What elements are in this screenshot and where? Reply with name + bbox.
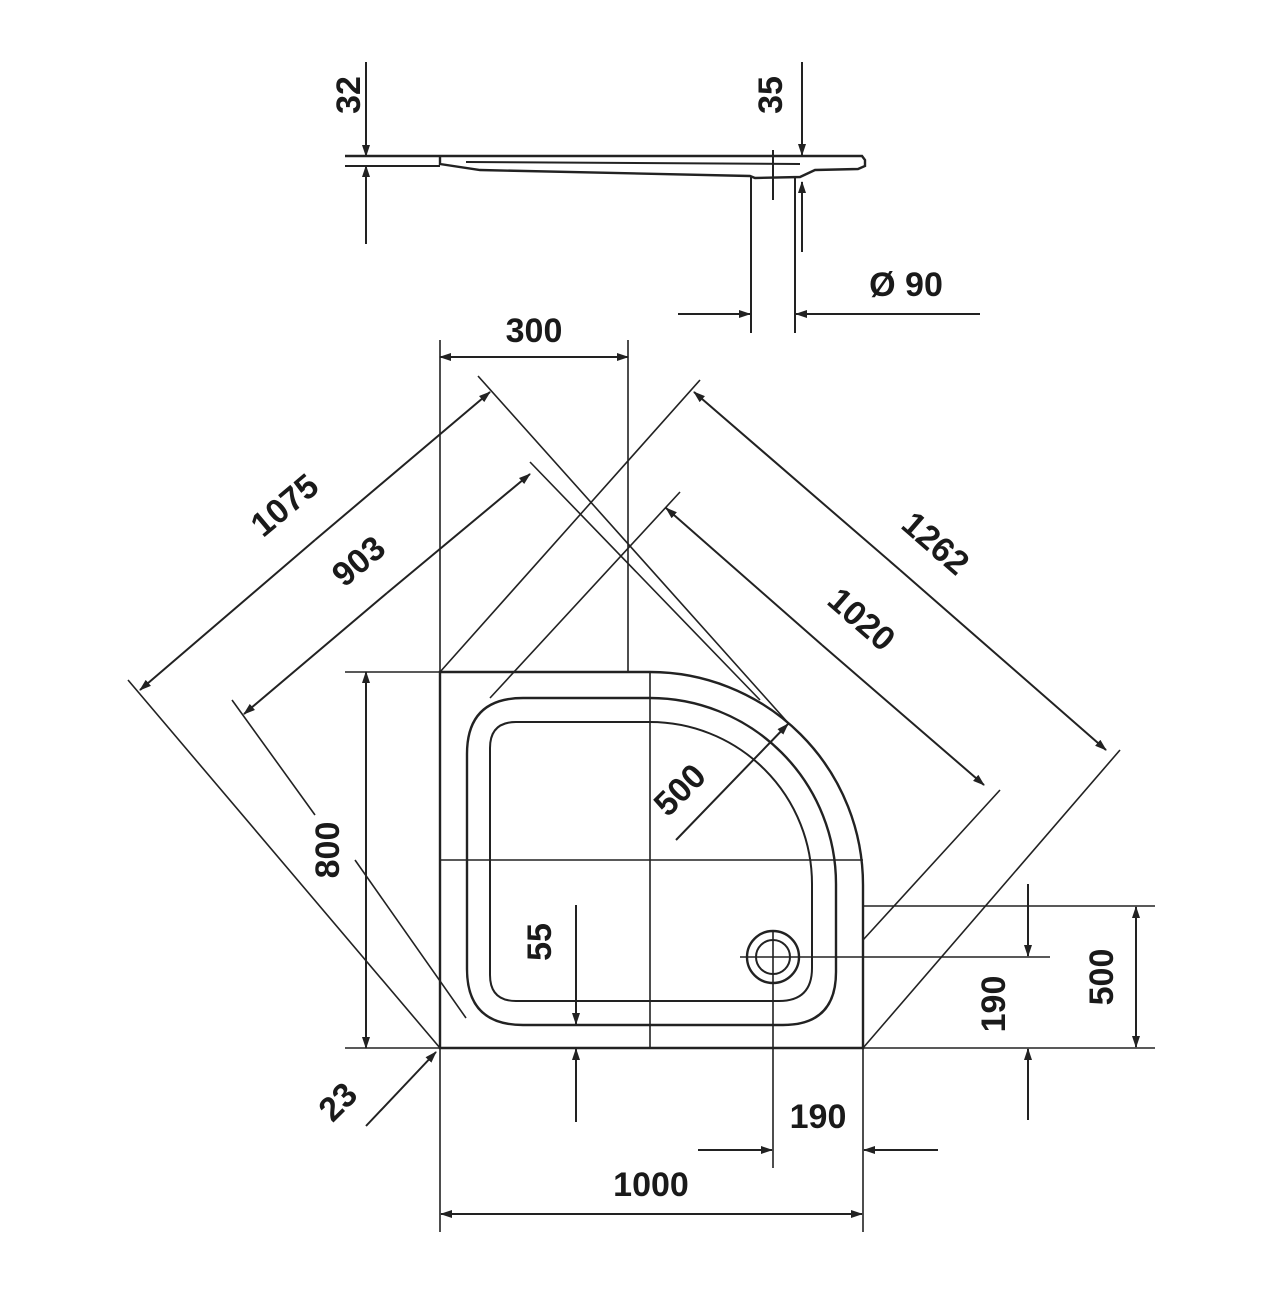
label-corner-offset: 23 [311, 1075, 365, 1129]
label-diagonal-outer: 1075 [244, 467, 326, 545]
dim-1262-a-arrow [693, 391, 901, 571]
label-width: 1000 [613, 1166, 689, 1204]
label-radius: 500 [647, 757, 714, 824]
dim-radius-arrow [675, 723, 789, 841]
dim-1075-b-arrow [314, 391, 491, 541]
dim-1075-a-arrow [139, 539, 316, 691]
dim-903-a-arrow [243, 592, 388, 715]
side-profile-view: 32 35 Ø 90 [330, 62, 980, 333]
ext-diag-right-1 [862, 749, 1121, 1049]
ext-diag-left-5 [489, 491, 681, 699]
tray-outer-outline [438, 670, 865, 1050]
label-diagonal-right-inner: 1020 [820, 581, 902, 659]
label-diagonal-inner: 903 [325, 529, 393, 595]
label-drain-y: 190 [975, 976, 1013, 1033]
ext-diag-right-2 [862, 789, 1001, 941]
basin-outline [489, 721, 813, 1002]
ext-diag-left-4 [354, 859, 467, 1019]
label-drain-height: 35 [752, 76, 790, 114]
dim-1020-a-arrow [665, 507, 823, 646]
label-rim-height: 32 [330, 76, 368, 114]
rim-inner-outline [465, 696, 838, 1027]
ext-diag-right-4 [529, 461, 761, 701]
plan-view: 300 1075 903 1262 1020 500 800 55 23 190… [127, 312, 1155, 1232]
label-diagonal-right-outer: 1262 [894, 505, 976, 583]
dim-903-b-arrow [386, 473, 531, 594]
label-top-offset: 300 [506, 312, 563, 350]
ext-diag-left-1 [127, 679, 441, 1049]
label-drain-x: 190 [790, 1098, 847, 1136]
profile-inner-line [465, 161, 801, 165]
ext-diag-right-3 [477, 375, 791, 726]
tray-profile [345, 154, 867, 180]
ext-diag-left-2 [439, 379, 701, 673]
dim-1262-b-arrow [899, 569, 1107, 751]
label-side-width: 500 [1083, 949, 1121, 1006]
label-rim-inset: 55 [521, 923, 559, 961]
dim-1020-b-arrow [821, 644, 985, 786]
dim-23-arrow [365, 1051, 437, 1127]
ext-diag-left-3 [231, 699, 316, 816]
label-depth: 800 [309, 822, 347, 879]
label-drain-diameter: Ø 90 [869, 266, 943, 304]
